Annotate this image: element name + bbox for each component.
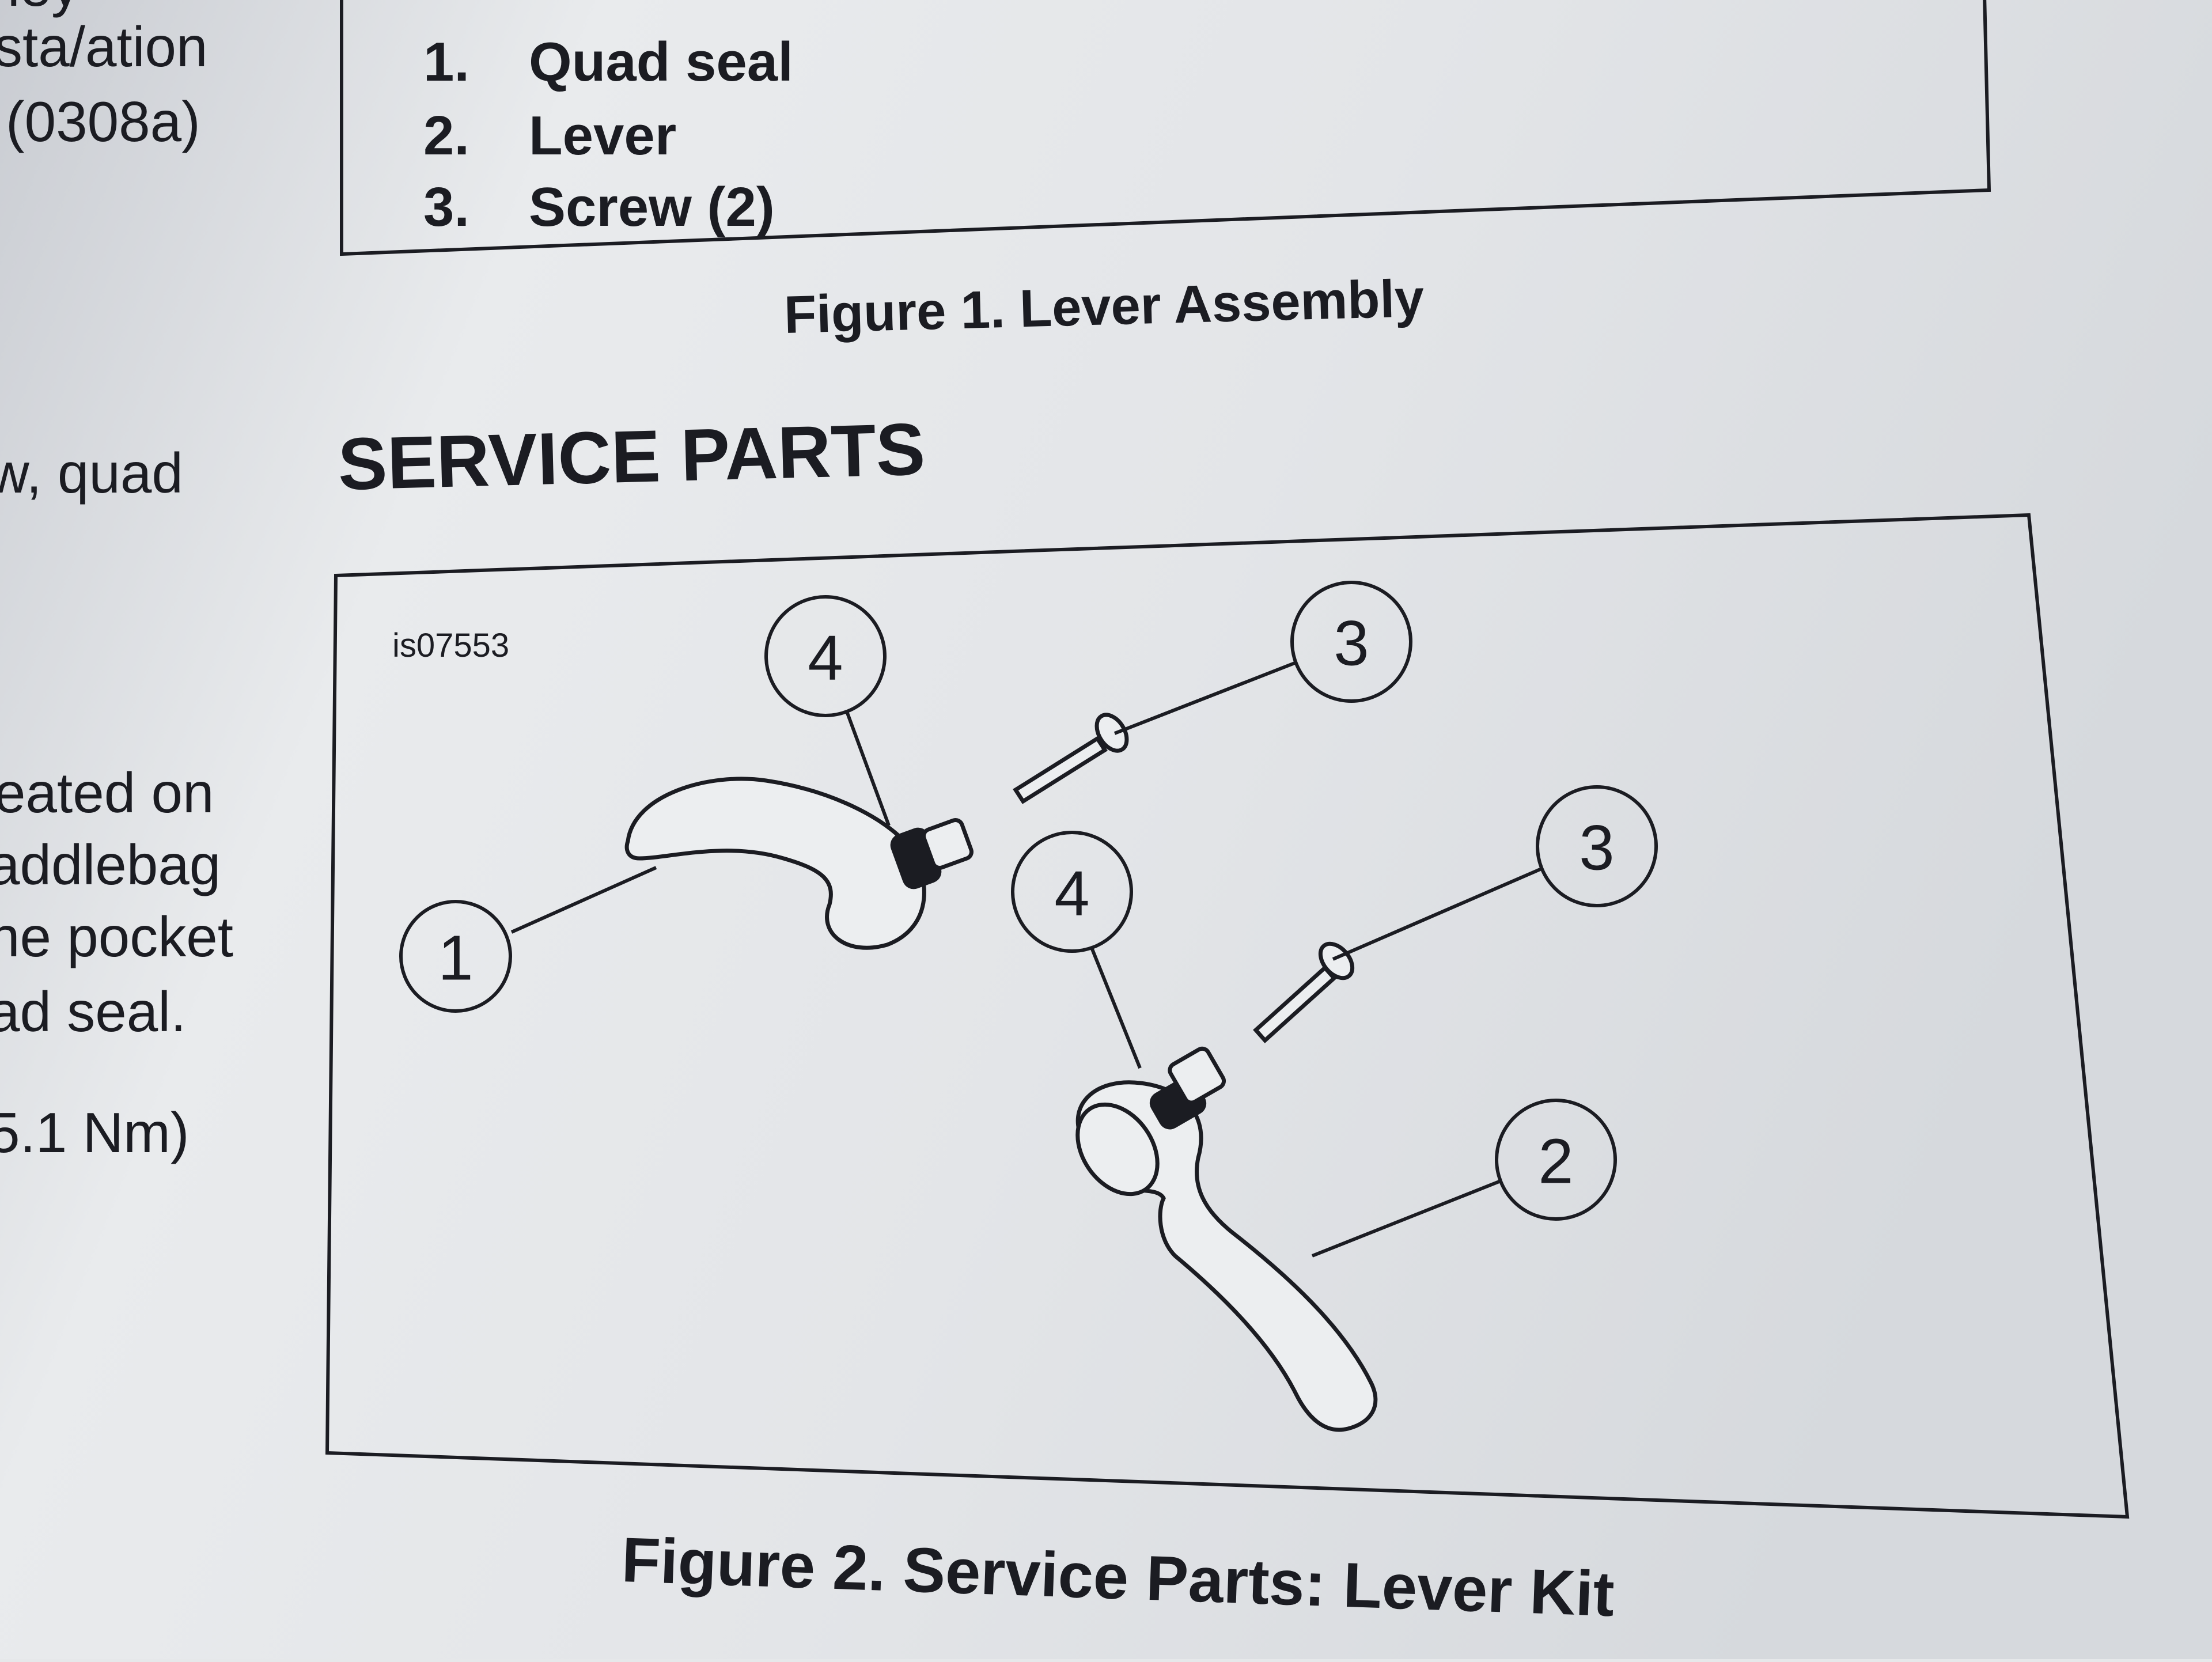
- parts-list: 1. Quad seal 2. Lever 3. Screw (2): [423, 31, 793, 238]
- callout-4-upper: 4: [764, 595, 887, 717]
- text-line: ney: [0, 0, 79, 18]
- svg-text:4: 4: [1054, 858, 1089, 929]
- list-item-number: 3.: [423, 176, 469, 238]
- list-item-number: 1.: [423, 31, 469, 93]
- callout-3-upper: 3: [1290, 581, 1412, 703]
- callout-3-lower: 3: [1536, 785, 1658, 907]
- text-line: eated on: [0, 761, 214, 824]
- list-item-number: 2.: [423, 105, 469, 166]
- svg-text:3: 3: [1334, 608, 1369, 679]
- illustration-code: is07553: [392, 627, 509, 664]
- list-item-label: Screw (2): [529, 176, 775, 238]
- figure-1-frame: [340, 0, 1991, 256]
- text-line: ne pocket: [0, 905, 233, 968]
- svg-text:3: 3: [1579, 813, 1614, 884]
- callout-2: 2: [1495, 1099, 1617, 1221]
- list-item-label: Quad seal: [529, 31, 793, 93]
- text-line: sta/ation: [0, 15, 207, 78]
- text-line: addlebag: [0, 833, 221, 896]
- svg-text:2: 2: [1538, 1126, 1573, 1197]
- lever-illustration-1: [624, 777, 974, 950]
- leader-lines: [510, 661, 1543, 1258]
- svg-text:1: 1: [438, 923, 473, 994]
- svg-text:4: 4: [808, 623, 843, 694]
- section-heading: SERVICE PARTS: [337, 408, 926, 506]
- text-line: w, quad: [0, 441, 183, 505]
- figure-2-frame: [325, 513, 2130, 1519]
- text-line: 5.1 Nm): [0, 1101, 190, 1164]
- lever-illustration-2: [1075, 1046, 1378, 1432]
- screw-illustration-1: [1013, 713, 1129, 804]
- text-line: ad seal.: [0, 980, 186, 1043]
- callout-4-lower: 4: [1011, 831, 1133, 953]
- text-line: (0308a): [6, 90, 200, 153]
- list-item-label: Lever: [529, 105, 676, 166]
- screw-illustration-2: [1253, 941, 1355, 1043]
- left-column-text: ney sta/ation (0308a) w, quad eated on a…: [0, 0, 233, 1164]
- callout-1: 1: [399, 900, 512, 1013]
